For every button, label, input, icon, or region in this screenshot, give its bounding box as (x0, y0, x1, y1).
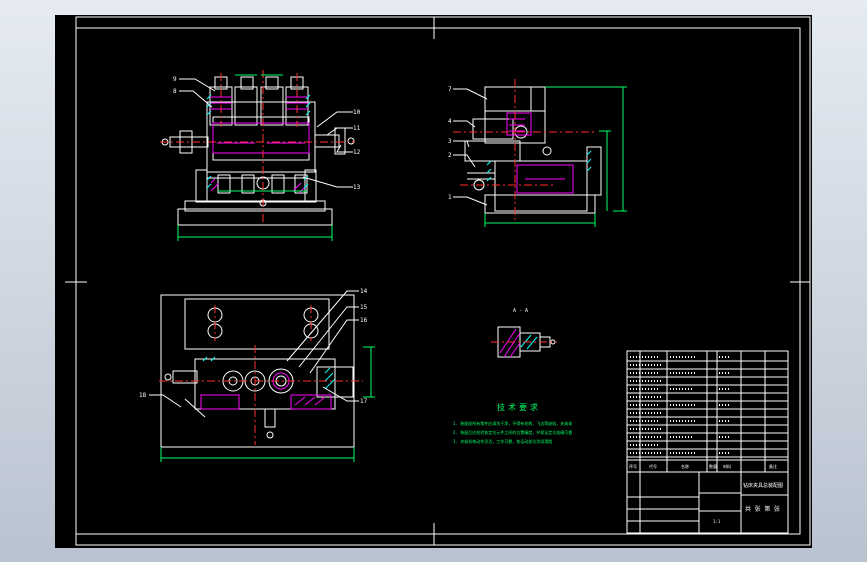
front-view (161, 76, 355, 226)
notes-line: 2. 装配后应检验各定位元件之间的位置精度，并保证定位准确可靠 (453, 429, 572, 435)
outer-border (75, 16, 811, 546)
notes-heading: 技术要求 (497, 402, 541, 412)
side-view-cyan (486, 150, 592, 182)
parts-list-dots (630, 356, 731, 454)
front-view-part-numbers: 9 8 10 11 12 13 (173, 76, 361, 191)
side-view-part-numbers: 7 4 3 2 1 (448, 86, 452, 201)
front-view-centerlines (160, 70, 355, 225)
side-part-number: 1 (448, 194, 452, 201)
top-view (160, 294, 355, 448)
side-part-number: 7 (448, 86, 452, 93)
drawing-canvas[interactable]: 9 8 10 11 12 13 (55, 15, 812, 548)
front-part-number: 9 (173, 76, 177, 83)
front-part-number: 11 (353, 125, 361, 132)
top-view-hatch (200, 372, 332, 410)
top-part-number: 18 (139, 392, 147, 399)
top-view-part-numbers: 14 15 16 18 17 (139, 288, 368, 405)
technical-notes: 技术要求 1. 装配前所有零件应清洗干净，不得有毛刺、飞边等缺陷，夹具体 2. … (453, 402, 572, 444)
front-part-number: 8 (173, 88, 177, 95)
side-view-hatch (506, 112, 574, 194)
front-view-leaders (179, 78, 353, 188)
top-part-number: 17 (360, 398, 368, 405)
front-view-dims (177, 74, 333, 241)
inner-frame (75, 27, 801, 535)
column-label-number: 序号 (629, 463, 637, 469)
side-part-number: 2 (448, 152, 452, 159)
top-view-centerlines (159, 305, 363, 445)
side-view-centerlines (453, 79, 595, 220)
side-part-number: 4 (448, 118, 452, 125)
top-part-number: 14 (360, 288, 368, 295)
top-view-cyan (202, 356, 336, 390)
top-part-number: 16 (360, 317, 368, 324)
front-part-number: 10 (353, 109, 361, 116)
column-label-material: 材料 (723, 463, 731, 469)
top-view-leaders (149, 290, 359, 408)
title-block-text: 序号 代号 名称 数量 材料 备注 钻床夹具总装配图 共 张 第 张 1:1 (629, 463, 783, 524)
side-view (464, 86, 602, 214)
top-view-dims (160, 346, 375, 462)
notes-line: 1. 装配前所有零件应清洗干净，不得有毛刺、飞边等缺陷，夹具体 (453, 420, 572, 426)
column-label-qty: 数量 (709, 463, 717, 469)
notes-line: 3. 夹紧机构动作灵活，工作可靠，各运动部位涂润滑脂 (453, 438, 552, 444)
side-view-dims (484, 86, 627, 227)
front-part-number: 12 (353, 149, 361, 156)
parts-list (626, 350, 789, 534)
side-part-number: 3 (448, 138, 452, 145)
column-label-remark: 备注 (769, 463, 777, 469)
section-label: A - A (513, 308, 528, 314)
drawing-scale: 1:1 (713, 519, 721, 524)
center-marks (65, 17, 810, 545)
drawing-sheet: 9 8 10 11 12 13 (65, 16, 811, 546)
column-label-code: 代号 (649, 463, 657, 469)
section-view-hatch (499, 328, 521, 358)
column-label-name: 名称 (681, 463, 689, 469)
section-view-cyan (520, 334, 538, 350)
sheet-count: 共 张 第 张 (745, 505, 780, 513)
front-part-number: 13 (353, 184, 361, 191)
top-part-number: 15 (360, 304, 368, 311)
drawing-title: 钻床夹具总装配图 (743, 482, 783, 489)
side-view-leaders (453, 88, 488, 206)
